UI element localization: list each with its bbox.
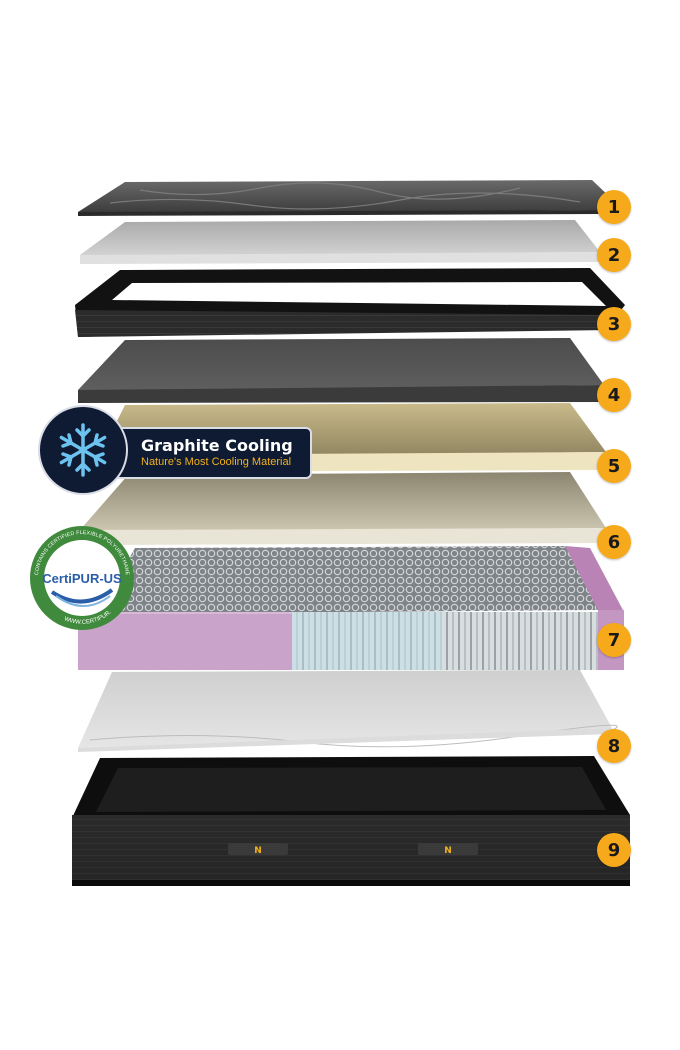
graphite-cooling-subtitle: Nature's Most Cooling Material bbox=[141, 456, 292, 468]
snowflake-icon bbox=[59, 423, 107, 477]
base-handle-right bbox=[418, 843, 478, 855]
layer-number-badge-9: 9 bbox=[597, 833, 631, 867]
layer-3-frame bbox=[75, 268, 625, 337]
layer-2-foam bbox=[80, 220, 600, 264]
graphite-cooling-title: Graphite Cooling bbox=[141, 436, 293, 455]
layer-number-badge-6: 6 bbox=[597, 525, 631, 559]
graphite-snowflake-badge bbox=[38, 405, 128, 495]
layer-6-foam bbox=[80, 472, 606, 545]
layer-number-badge-3: 3 bbox=[597, 307, 631, 341]
layer-number-badge-4: 4 bbox=[597, 378, 631, 412]
base-label-right: N bbox=[444, 846, 452, 856]
base-handle-left bbox=[228, 843, 288, 855]
layer-8-foam bbox=[78, 670, 618, 752]
layer-number-badge-5: 5 bbox=[597, 449, 631, 483]
certipur-brand-text: CertiPUR-US bbox=[42, 571, 122, 586]
layer-number-badge-8: 8 bbox=[597, 729, 631, 763]
layer-number-badge-7: 7 bbox=[597, 623, 631, 657]
layer-9-base bbox=[72, 756, 630, 886]
layer-1-cover bbox=[78, 180, 613, 216]
layer-4-foam bbox=[78, 338, 604, 403]
layer-7-coils bbox=[78, 546, 624, 670]
base-label-left: N bbox=[254, 846, 262, 856]
layer-number-badge-1: 1 bbox=[597, 190, 631, 224]
layer-number-badge-2: 2 bbox=[597, 238, 631, 272]
graphite-cooling-badge: Graphite Cooling Nature's Most Cooling M… bbox=[105, 427, 312, 479]
